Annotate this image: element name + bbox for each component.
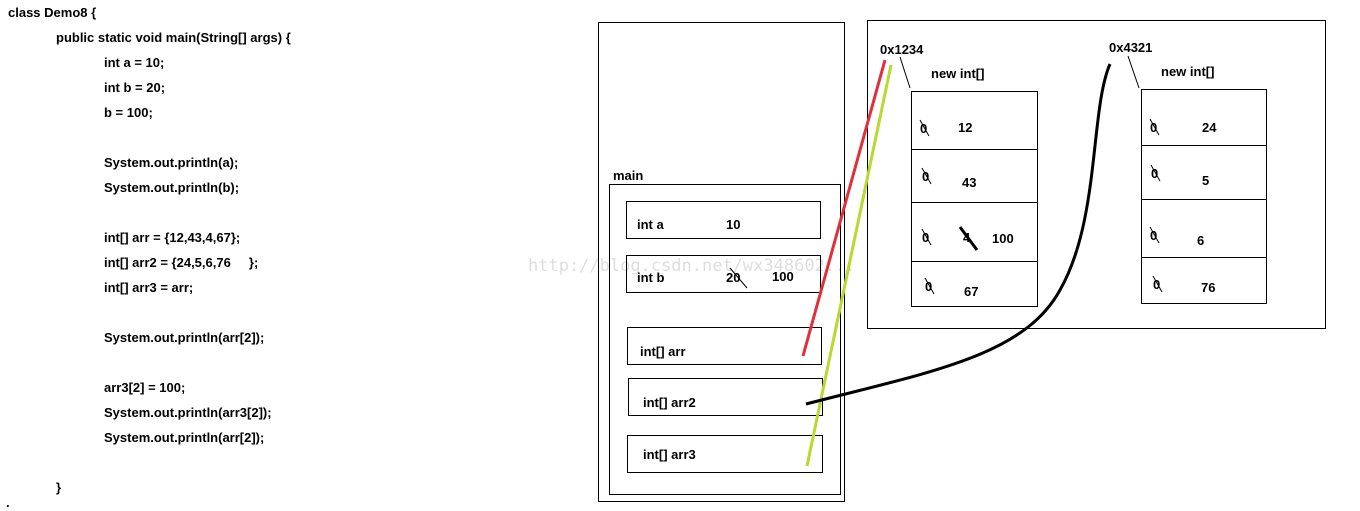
code-line: int[] arr = {12,43,4,67};	[104, 230, 241, 245]
array-cell: 0 24	[1149, 118, 1217, 136]
cell-value: 43	[962, 175, 976, 190]
var-label: int[] arr2	[643, 395, 696, 410]
heap-address: 0x1234	[880, 42, 924, 57]
old-value: 0	[1150, 120, 1157, 135]
var-int-b: int b 20 100	[626, 255, 821, 293]
var-box	[627, 327, 822, 365]
old-value: 0	[922, 169, 929, 184]
var-box	[626, 255, 821, 293]
heap-array-1: 0x1234 new int[] 0 12 0 43 0 4 100 0 67	[880, 42, 1038, 307]
strike-mark	[921, 167, 932, 185]
array-cell: 0 43	[921, 167, 976, 190]
code-line: System.out.println(arr[2]);	[104, 430, 265, 445]
cell-extra-value: 100	[992, 231, 1014, 246]
cell-value: 12	[958, 120, 972, 135]
old-value: 0	[922, 230, 929, 245]
array-cell: 0 4 100	[921, 226, 1014, 251]
var-new-value: 100	[772, 269, 794, 284]
code-line: int b = 20;	[104, 80, 166, 95]
strike-mark	[1149, 226, 1160, 244]
heap-address: 0x4321	[1109, 40, 1152, 55]
arr2-pointer-curve	[805, 63, 1112, 406]
strike-mark	[921, 228, 932, 246]
var-int-a: int a 10	[626, 201, 821, 239]
var-value: 20	[726, 270, 740, 285]
code-line: public static void main(String[] args) {	[56, 30, 291, 45]
cell-value: 6	[1197, 233, 1204, 248]
array-box	[911, 91, 1038, 307]
address-leader	[899, 56, 911, 89]
strike-mark	[919, 119, 930, 137]
code-line: System.out.println(a);	[104, 155, 239, 170]
strike-mark	[958, 226, 979, 251]
array-cell: 0 5	[1150, 164, 1209, 188]
var-label: int[] arr3	[643, 447, 696, 462]
old-value: 0	[1151, 166, 1158, 181]
array-cell: 0 76	[1152, 275, 1215, 295]
var-label: int a	[637, 217, 664, 232]
strike-mark	[729, 267, 748, 289]
var-arr3: int[] arr3	[627, 435, 823, 473]
array-box	[1141, 89, 1267, 304]
old-value: 0	[1150, 228, 1157, 243]
code-line: class Demo8 {	[8, 5, 97, 20]
code-line: b = 100;	[104, 105, 153, 120]
stack-area	[598, 22, 845, 502]
strike-mark	[1150, 164, 1161, 182]
code-line: }	[56, 480, 62, 495]
array-cell: 0 12	[919, 119, 972, 137]
frame-label: main	[613, 168, 643, 183]
code-line: System.out.println(arr[2]);	[104, 330, 265, 345]
code-line: System.out.println(b);	[104, 180, 240, 195]
var-label: int[] arr	[640, 344, 686, 359]
heap-array-title: new int[]	[931, 66, 984, 81]
arr-pointer-line	[801, 59, 887, 357]
var-value: 10	[726, 217, 740, 232]
old-value: 0	[1153, 277, 1160, 292]
var-box	[627, 435, 823, 473]
cell-value: 24	[1202, 120, 1217, 135]
var-box	[626, 201, 821, 239]
main-frame	[609, 184, 841, 495]
array-cell: 0 6	[1149, 226, 1204, 248]
var-arr: int[] arr	[627, 327, 822, 365]
code-line: int a = 10;	[104, 55, 165, 70]
strike-mark	[924, 277, 935, 295]
array-cell: 0 67	[924, 277, 978, 299]
watermark: http://blog.csdn.net/wx348602...	[528, 256, 856, 276]
cell-value: 5	[1202, 173, 1209, 188]
heap-array-title: new int[]	[1161, 64, 1214, 79]
code-line: int[] arr3 = arr;	[104, 280, 194, 295]
old-value: 0	[920, 121, 927, 136]
var-label: int b	[637, 270, 664, 285]
cell-value: 76	[1201, 280, 1215, 295]
code-line: int[] arr2 = {24,5,6,76 };	[104, 255, 259, 270]
code-line: .	[6, 495, 10, 510]
cell-value: 67	[964, 284, 978, 299]
address-leader	[1127, 55, 1140, 89]
code-line: System.out.println(arr3[2]);	[104, 405, 272, 420]
strike-mark	[1149, 118, 1160, 136]
strike-mark	[1152, 275, 1163, 293]
heap-array-2: 0x4321 new int[] 0 24 0 5 0 6 0 76	[1109, 40, 1267, 304]
old-value: 0	[925, 279, 932, 294]
var-arr2: int[] arr2	[628, 378, 823, 416]
code-line: arr3[2] = 100;	[104, 380, 186, 395]
